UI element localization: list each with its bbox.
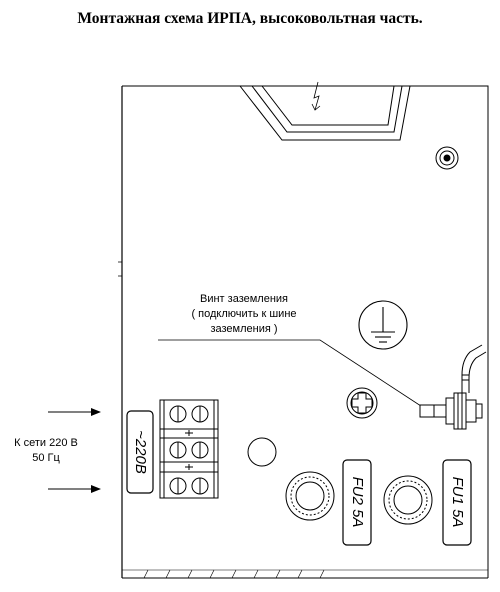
fuse-label-plate-fu1: FU1 5А	[442, 459, 472, 546]
fuse-label-fu1: FU1 5А	[449, 477, 466, 528]
ground-screw-label-line1: Винт заземления	[200, 293, 288, 305]
warning-triangle-icon	[239, 81, 411, 141]
mounting-screw-icon	[435, 146, 459, 170]
diagram-title: Монтажная схема ИРПА, высоковольтная час…	[77, 10, 423, 27]
ground-screw-label-line2: ( подключить к шине	[191, 308, 296, 320]
ground-symbol-icon	[358, 300, 408, 350]
mains-label-line1: К сети 220 В	[14, 437, 78, 449]
terminal-label: ~220В	[132, 430, 149, 474]
mounting-hole	[247, 437, 277, 467]
mains-label-line2: 50 Гц	[32, 452, 60, 464]
enclosure	[118, 85, 489, 579]
ground-screw-leader-line	[158, 339, 425, 409]
fuse-holder-fu2	[285, 471, 335, 521]
fuse-holder-fu1	[383, 475, 433, 525]
ground-screw-label-line3: заземления )	[210, 323, 277, 335]
terminal-block	[159, 399, 219, 499]
ground-screw-assembly	[419, 344, 487, 430]
fuse-label-plate-fu2: FU2 5А	[342, 459, 372, 546]
fuse-label-fu2: FU2 5А	[349, 477, 366, 528]
terminal-label-plate: ~220В	[126, 410, 154, 494]
phillips-screw-icon	[346, 387, 378, 419]
